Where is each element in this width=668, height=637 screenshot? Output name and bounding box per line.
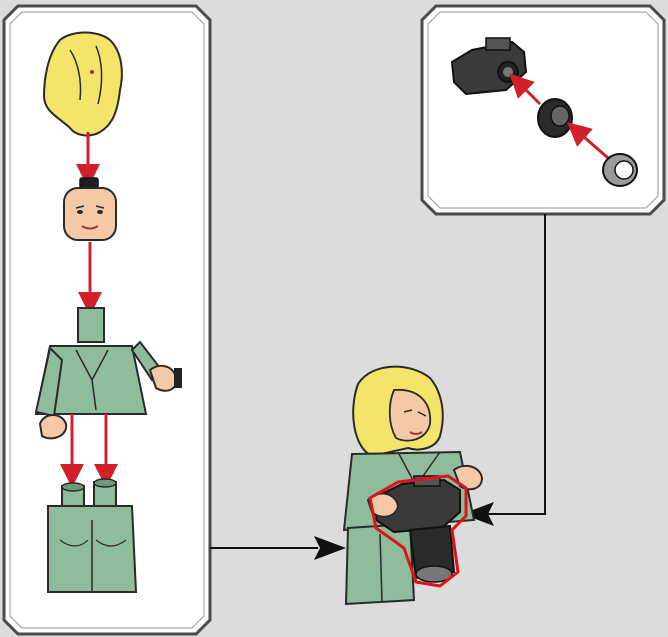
subassembly-panel <box>422 6 664 214</box>
lens-ring <box>538 99 572 137</box>
assembled-minifigure <box>344 367 482 604</box>
parts-panel <box>4 6 210 634</box>
connector-arrow-left-panel <box>314 536 346 560</box>
lens-cap <box>603 154 637 186</box>
